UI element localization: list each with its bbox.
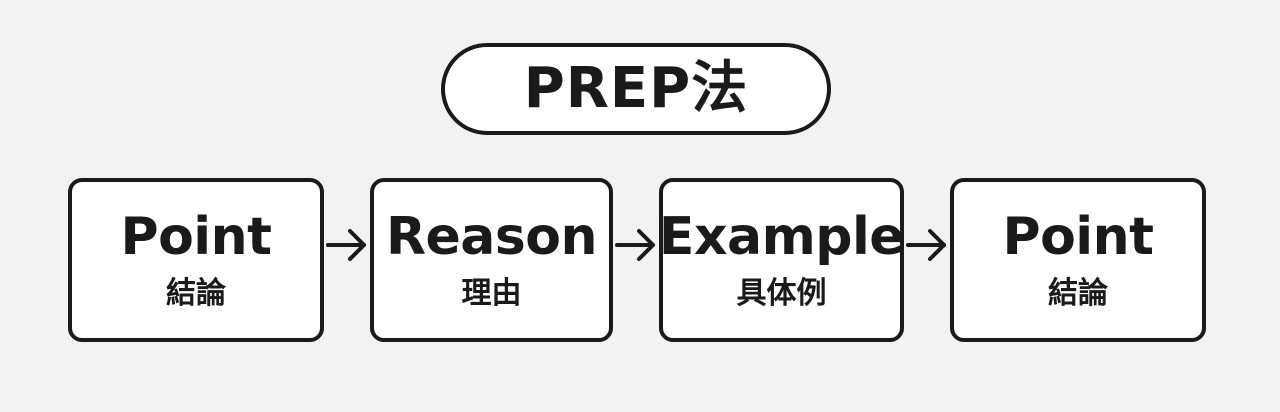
step-label-en: Example [658, 207, 905, 267]
diagram-title: PREP法 [523, 56, 749, 121]
step-label-en: Reason [385, 207, 598, 267]
arrow-right-icon [615, 229, 655, 261]
step-label-ja: 結論 [1048, 276, 1108, 311]
step-box-reason: Reason 理由 [370, 178, 613, 342]
step-label-ja: 理由 [461, 276, 522, 311]
arrow-right-icon [326, 229, 366, 261]
title-pill: PREP法 [441, 43, 831, 135]
step-label-en: Point [1002, 207, 1154, 267]
step-label-ja: 具体例 [736, 276, 827, 311]
arrow-right-icon [906, 229, 946, 261]
step-label-ja: 結論 [166, 276, 226, 311]
step-label-en: Point [120, 207, 272, 267]
step-box-point-2: Point 結論 [950, 178, 1206, 342]
step-box-point-1: Point 結論 [68, 178, 324, 342]
step-box-example: Example 具体例 [658, 178, 905, 342]
